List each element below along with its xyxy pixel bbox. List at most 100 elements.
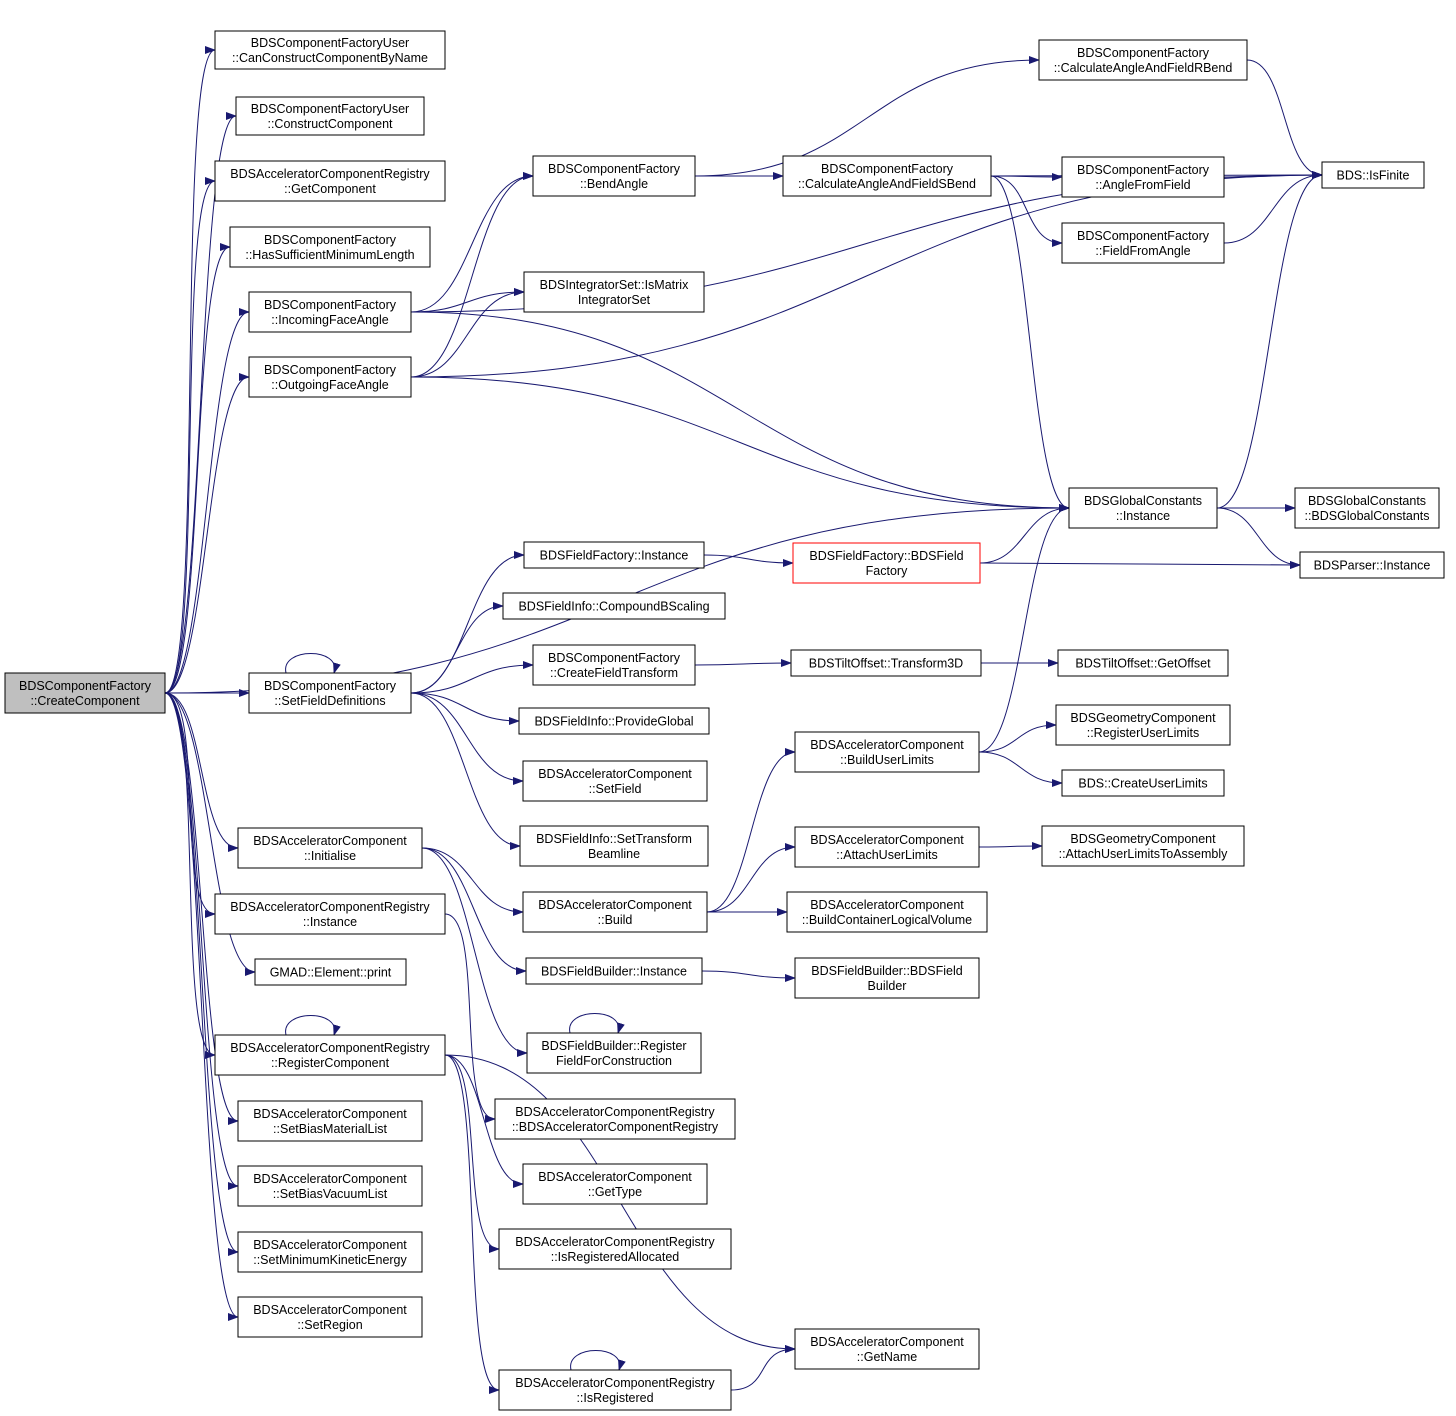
node-createfieldtrans[interactable]: BDSComponentFactory::CreateFieldTransfor…	[532, 644, 696, 686]
node-compoundb[interactable]: BDSFieldInfo::CompoundBScaling	[502, 592, 726, 620]
node-attachassembly[interactable]: BDSGeometryComponent::AttachUserLimitsTo…	[1041, 825, 1245, 867]
edge-fieldbuilderinst-to-fieldbuilderctor	[701, 970, 796, 982]
edge-root-to-initialise	[164, 692, 239, 852]
node-outgoing[interactable]: BDSComponentFactory::OutgoingFaceAngle	[248, 356, 412, 398]
node-registerfield[interactable]: BDSFieldBuilder::RegisterFieldForConstru…	[526, 1032, 702, 1074]
node-builduserlimits[interactable]: BDSAcceleratorComponent::BuildUserLimits	[794, 731, 980, 773]
node-getoffset-box	[1057, 649, 1229, 677]
node-calcsbend-label-1: ::CalculateAngleAndFieldSBend	[798, 177, 976, 191]
edge-setfielddefs-to-setfield	[410, 692, 524, 785]
node-buildcontainer[interactable]: BDSAcceleratorComponent::BuildContainerL…	[786, 891, 988, 933]
node-bendangle-label-1: ::BendAngle	[580, 177, 648, 191]
node-setbiasmat[interactable]: BDSAcceleratorComponent::SetBiasMaterial…	[237, 1100, 423, 1142]
node-getoffset[interactable]: BDSTiltOffset::GetOffset	[1057, 649, 1229, 677]
node-hassufficient[interactable]: BDSComponentFactory::HasSufficientMinimu…	[229, 226, 431, 268]
edge-setfielddefs-to-provideglobal	[410, 692, 520, 725]
node-parserinst[interactable]: BDSParser::Instance	[1299, 551, 1445, 579]
node-globalctor[interactable]: BDSGlobalConstants::BDSGlobalConstants	[1294, 487, 1440, 529]
node-transform3d-label-0: BDSTiltOffset::Transform3D	[809, 657, 963, 671]
node-fieldfactoryctor[interactable]: BDSFieldFactory::BDSFieldFactory	[792, 542, 981, 584]
node-anglefromfield[interactable]: BDSComponentFactory::AngleFromField	[1061, 156, 1225, 198]
node-initialise-label-1: ::Initialise	[304, 849, 356, 863]
edge-calcrbend-to-isfinite	[1246, 59, 1323, 179]
node-fieldfactoryinst[interactable]: BDSFieldFactory::Instance	[523, 541, 705, 569]
node-fieldfromangle-box	[1061, 222, 1225, 264]
node-initialise[interactable]: BDSAcceleratorComponent::Initialise	[237, 827, 423, 869]
node-settransbeam-box	[519, 825, 709, 867]
node-incoming[interactable]: BDSComponentFactory::IncomingFaceAngle	[248, 291, 412, 333]
node-transform3d[interactable]: BDSTiltOffset::Transform3D	[790, 649, 982, 677]
node-gettype[interactable]: BDSAcceleratorComponent::GetType	[522, 1163, 708, 1205]
node-attachassembly-label-0: BDSGeometryComponent	[1070, 832, 1216, 846]
node-isregistered[interactable]: BDSAcceleratorComponentRegistry::IsRegis…	[498, 1369, 732, 1411]
node-getcomponent[interactable]: BDSAcceleratorComponentRegistry::GetComp…	[214, 160, 446, 202]
edge-incoming-to-bendangle	[410, 172, 534, 313]
edge-outgoing-to-ismatrix	[410, 288, 525, 378]
node-regctor-label-0: BDSAcceleratorComponentRegistry	[515, 1105, 715, 1119]
node-constructcomp-label-0: BDSComponentFactoryUser	[251, 102, 409, 116]
node-setfielddefs[interactable]: BDSComponentFactory::SetFieldDefinitions	[248, 672, 412, 714]
node-setfielddefs-label-1: ::SetFieldDefinitions	[274, 694, 385, 708]
node-calcrbend[interactable]: BDSComponentFactory::CalculateAngleAndFi…	[1038, 39, 1248, 81]
node-isregalloc-box	[498, 1228, 732, 1270]
node-regInstance-label-0: BDSAcceleratorComponentRegistry	[230, 900, 430, 914]
node-getcomponent-label-1: ::GetComponent	[284, 182, 376, 196]
node-attachuserlimits[interactable]: BDSAcceleratorComponent::AttachUserLimit…	[794, 826, 980, 868]
node-registercomp[interactable]: BDSAcceleratorComponentRegistry::Registe…	[214, 1034, 446, 1076]
node-setfielddefs-label-0: BDSComponentFactory	[264, 679, 397, 693]
node-createuserlimits[interactable]: BDS::CreateUserLimits	[1061, 769, 1225, 797]
node-builduserlimits-label-1: ::BuildUserLimits	[840, 753, 934, 767]
edge-root-to-canconstruct	[164, 46, 216, 694]
node-setbiasvac[interactable]: BDSAcceleratorComponent::SetBiasVacuumLi…	[237, 1165, 423, 1207]
node-globalinst[interactable]: BDSGlobalConstants::Instance	[1068, 487, 1218, 529]
node-getname[interactable]: BDSAcceleratorComponent::GetName	[794, 1328, 980, 1370]
node-createfieldtrans-label-1: ::CreateFieldTransform	[550, 666, 678, 680]
node-gmadprint[interactable]: GMAD::Element::print	[254, 958, 407, 986]
edge-globalinst-to-parserinst	[1216, 507, 1301, 569]
node-root[interactable]: BDSComponentFactory::CreateComponent	[4, 672, 166, 714]
node-setregion[interactable]: BDSAcceleratorComponent::SetRegion	[237, 1296, 423, 1338]
node-globalctor-label-1: ::BDSGlobalConstants	[1304, 509, 1429, 523]
node-getoffset-label-0: BDSTiltOffset::GetOffset	[1075, 657, 1211, 671]
node-bendangle[interactable]: BDSComponentFactory::BendAngle	[532, 155, 696, 197]
node-canconstruct[interactable]: BDSComponentFactoryUser::CanConstructCom…	[214, 30, 446, 70]
edge-outgoing-to-globalinst	[410, 376, 1070, 512]
node-setfield[interactable]: BDSAcceleratorComponent::SetField	[522, 760, 708, 802]
node-fieldbuilderctor[interactable]: BDSFieldBuilder::BDSFieldBuilder	[794, 957, 980, 999]
node-regInstance[interactable]: BDSAcceleratorComponentRegistry::Instanc…	[214, 893, 446, 935]
node-gettype-box	[522, 1163, 708, 1205]
node-build[interactable]: BDSAcceleratorComponent::Build	[522, 891, 708, 933]
node-georegister-label-0: BDSGeometryComponent	[1070, 711, 1216, 725]
edge-registercomp-to-isregalloc	[444, 1054, 500, 1253]
node-constructcomp-label-1: ::ConstructComponent	[267, 117, 393, 131]
node-georegister[interactable]: BDSGeometryComponent::RegisterUserLimits	[1055, 704, 1231, 746]
node-fieldbuilderctor-box	[794, 957, 980, 999]
node-georegister-label-1: ::RegisterUserLimits	[1087, 726, 1200, 740]
edge-fieldfactoryctor-to-globalinst	[979, 504, 1070, 564]
node-isregalloc[interactable]: BDSAcceleratorComponentRegistry::IsRegis…	[498, 1228, 732, 1270]
node-globalinst-label-1: ::Instance	[1116, 509, 1170, 523]
node-createuserlimits-box	[1061, 769, 1225, 797]
node-setminke[interactable]: BDSAcceleratorComponent::SetMinimumKinet…	[237, 1231, 423, 1273]
node-outgoing-label-0: BDSComponentFactory	[264, 363, 397, 377]
edge-root-to-hassufficient	[164, 243, 231, 694]
node-getcomponent-box	[214, 160, 446, 202]
node-incoming-label-0: BDSComponentFactory	[264, 298, 397, 312]
edge-setfielddefs-to-fieldfactoryinst	[410, 551, 525, 694]
node-calcrbend-label-0: BDSComponentFactory	[1077, 46, 1210, 60]
node-fieldbuilderinst[interactable]: BDSFieldBuilder::Instance	[525, 957, 703, 985]
node-ismatrix-label-0: BDSIntegratorSet::IsMatrix	[540, 278, 689, 292]
edge-calcsbend-to-globalinst	[990, 175, 1070, 512]
node-setfield-label-1: ::SetField	[589, 782, 642, 796]
node-isfinite[interactable]: BDS::IsFinite	[1321, 161, 1425, 189]
node-setregion-box	[237, 1296, 423, 1338]
node-regctor[interactable]: BDSAcceleratorComponentRegistry::BDSAcce…	[494, 1098, 736, 1140]
node-provideglobal[interactable]: BDSFieldInfo::ProvideGlobal	[518, 707, 710, 735]
node-fieldfromangle[interactable]: BDSComponentFactory::FieldFromAngle	[1061, 222, 1225, 264]
node-calcsbend[interactable]: BDSComponentFactory::CalculateAngleAndFi…	[782, 155, 992, 197]
node-anglefromfield-label-0: BDSComponentFactory	[1077, 163, 1210, 177]
node-constructcomp[interactable]: BDSComponentFactoryUser::ConstructCompon…	[235, 96, 425, 136]
